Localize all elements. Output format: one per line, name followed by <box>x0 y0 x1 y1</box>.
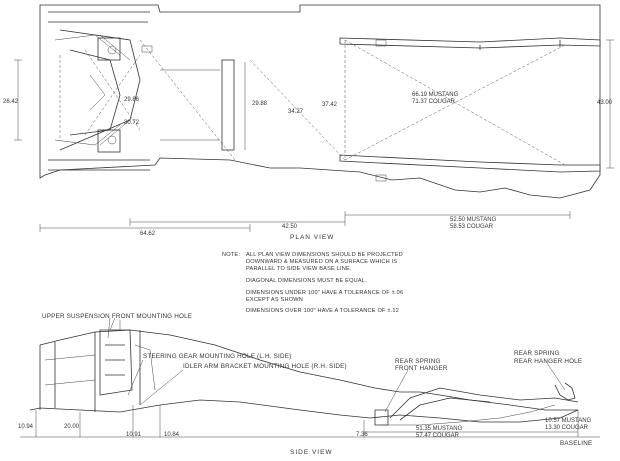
dim-diag-a: 29.86 <box>124 97 140 103</box>
note-line-5: DIMENSIONS UNDER 100" HAVE A TOLERANCE O… <box>246 290 404 296</box>
bracket <box>375 174 387 182</box>
floor-pan-outline <box>39 4 601 199</box>
mount-hole <box>107 135 117 145</box>
note-line-1: ALL PLAN VIEW DIMENSIONS SHOULD BE PROJE… <box>246 252 403 258</box>
rear-spring <box>380 404 556 426</box>
note-line-7: DIMENSIONS OVER 100" HAVE A TOLERANCE OF… <box>246 308 400 314</box>
front-bracing <box>54 34 131 146</box>
dim-center-length: 42.50 <box>282 224 298 230</box>
dim-center-width: 29.88 <box>252 101 268 107</box>
dim-front-width: 26.42 <box>3 99 19 105</box>
dim-rear-width: 43.00 <box>597 100 613 106</box>
plan-view: 26.42 29.86 30.72 29.88 34.27 37.42 43.0… <box>3 4 614 241</box>
note-line-3: PARALLEL TO SIDE VIEW BASE LINE. <box>246 266 352 272</box>
center-details <box>160 62 246 150</box>
front-section <box>39 330 141 412</box>
dim-h3: 10.91 <box>126 432 142 438</box>
width-dim-line-front <box>14 59 22 141</box>
dim-rear-length-cougar: 58.53 COUGAR <box>450 224 494 230</box>
upper-shock-tower-right <box>97 129 121 153</box>
rear-rail-lower <box>339 154 601 173</box>
rear-rail-upper <box>339 37 601 49</box>
dim-diag-b: 30.72 <box>124 120 140 126</box>
label-rear-spring-rear-1: REAR SPRING <box>514 350 560 357</box>
leader-lines <box>107 317 566 413</box>
note-line-4: DIAGONAL DIMENSIONS MUST BE EQUAL. <box>246 278 367 284</box>
label-rear-spring-rear-2: REAR HANGER HOLE <box>514 358 582 365</box>
side-view-title: SIDE VIEW <box>290 449 333 456</box>
label-rear-spring-front-2: FRONT HANGER <box>395 365 448 372</box>
dim-h2: 20.00 <box>64 424 80 430</box>
note-heading: NOTE: <box>222 252 241 258</box>
dim-long-diag-mustang: 66.19 MUSTANG <box>412 92 459 98</box>
length-dim-line <box>39 211 571 232</box>
side-frame-lower <box>29 399 579 423</box>
bracket <box>141 45 153 53</box>
dim-mid-width: 37.42 <box>322 102 338 108</box>
label-rear-spring-front-1: REAR SPRING <box>395 358 441 365</box>
dim-overall-front: 64.62 <box>140 231 156 237</box>
note-line-2: DOWNWARD & MEASURED ON A SURFACE WHICH I… <box>246 259 398 265</box>
upper-shock-tower-left <box>97 37 121 61</box>
label-idler-arm: IDLER ARM BRACKET MOUNTING HOLE (R.H. SI… <box>183 363 347 370</box>
rear-diag-lines <box>249 39 566 166</box>
dim-rear-length-mustang: 52.50 MUSTANG <box>450 217 497 223</box>
side-body-profile <box>39 329 578 411</box>
suspension-structure <box>99 329 133 396</box>
label-baseline: BASELINE <box>560 440 592 447</box>
front-crossmember <box>59 29 141 151</box>
width-dim-line-rear <box>606 39 614 169</box>
suspension-bracing <box>44 317 156 391</box>
dim-len-cougar: 57.47 COUGAR <box>416 433 460 439</box>
rear-hanger-rear <box>554 382 576 401</box>
label-upper-suspension: UPPER SUSPENSION FRONT MOUNTING HOLE <box>42 313 192 320</box>
dim-h4: 10.84 <box>164 432 180 438</box>
side-view: UPPER SUSPENSION FRONT MOUNTING HOLE STE… <box>18 313 600 456</box>
bracket <box>375 39 387 47</box>
dim-rear-h-cougar: 13.30 COUGAR <box>545 425 589 431</box>
center-crossmember <box>221 59 235 151</box>
dim-len-mustang: 51.35 MUSTANG <box>416 426 463 432</box>
dim-long-diag-cougar: 71.37 COUGAR <box>412 99 456 105</box>
height-dim-lines <box>35 405 579 437</box>
front-frame-rails <box>48 11 150 171</box>
dim-rear-h-mustang: 10.57 MUSTANG <box>545 418 592 424</box>
label-steering-gear: STEERING GEAR MOUNTING HOLE (L.H. SIDE) <box>143 353 291 360</box>
mount-hole <box>107 45 117 55</box>
dim-h1: 10.94 <box>18 424 34 430</box>
diag-dim-lines-front <box>59 39 236 161</box>
note-line-6: EXCEPT AS SHOWN <box>246 297 303 303</box>
dim-diag-c: 34.27 <box>288 109 304 115</box>
dim-h5: 7.36 <box>356 432 368 438</box>
plan-view-title: PLAN VIEW <box>290 234 334 241</box>
rear-kickup <box>389 387 579 421</box>
rear-rail-inner <box>479 40 561 50</box>
